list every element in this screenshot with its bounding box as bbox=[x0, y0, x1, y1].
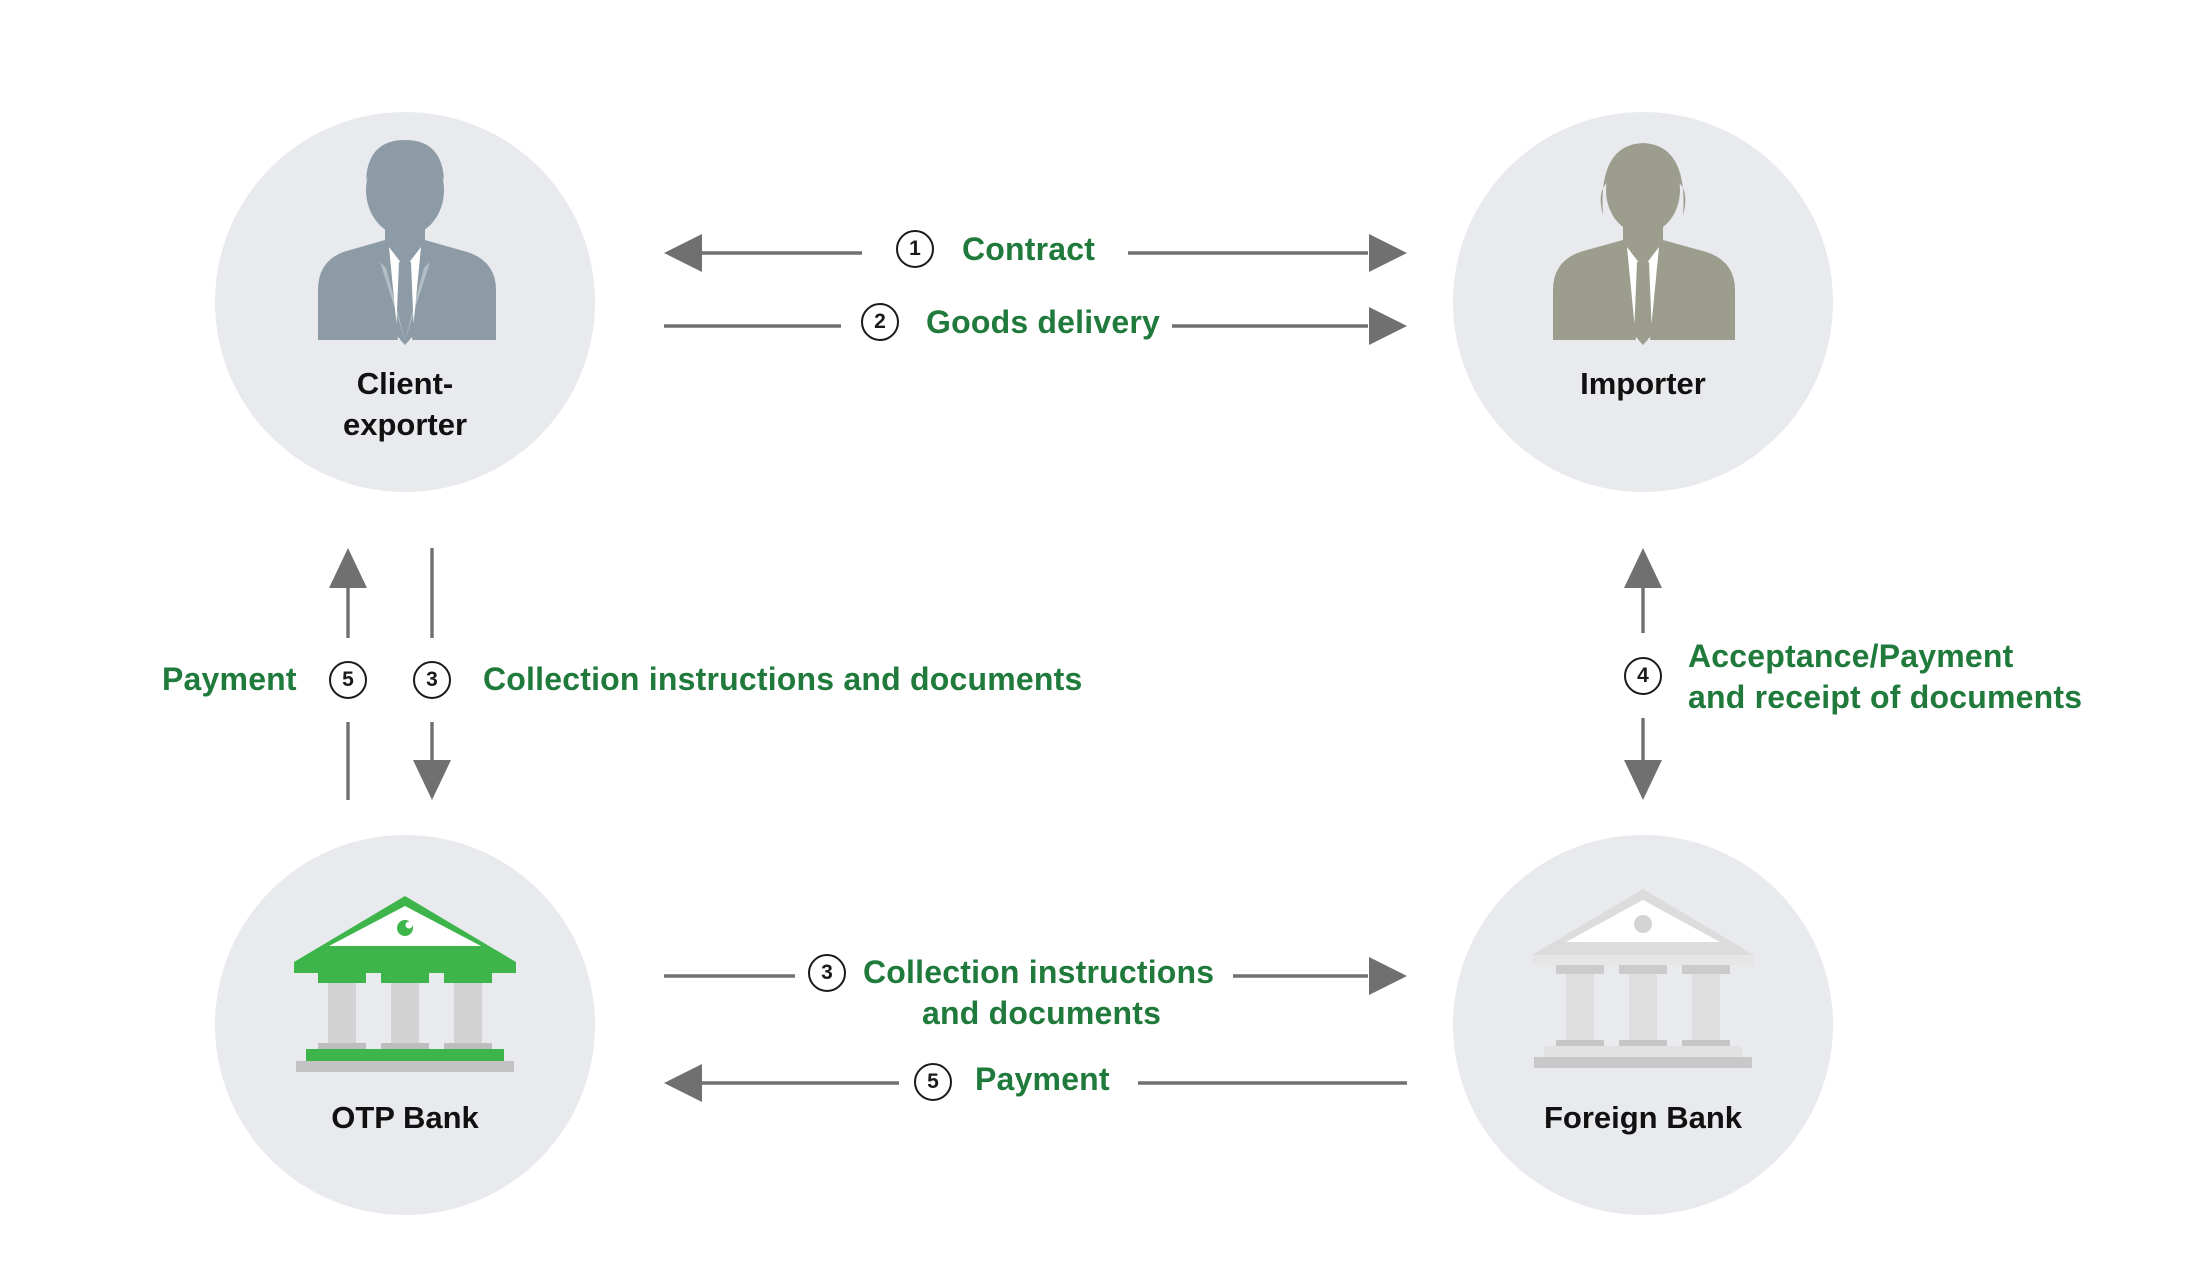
collection-bottom-label-line-1: Collection instructions bbox=[863, 954, 1215, 990]
acceptance-arrow-up-head bbox=[1624, 548, 1662, 588]
acceptance-label-line-1: Acceptance/Payment bbox=[1688, 638, 2014, 674]
step-5-badge-bottom: 5 bbox=[914, 1063, 952, 1101]
foreign-bank-building-icon bbox=[1532, 889, 1754, 1068]
importer-businessman-icon bbox=[1553, 143, 1735, 345]
payment-up-label: Payment bbox=[162, 661, 297, 697]
otp-bank-label: OTP Bank bbox=[331, 1100, 479, 1135]
flow-arrows bbox=[329, 234, 1662, 1102]
otp-bank-building-icon bbox=[294, 896, 516, 1072]
collection-down-label: Collection instructions and documents bbox=[483, 661, 1083, 697]
collection-bottom-label-line-2: and documents bbox=[922, 995, 1162, 1031]
importer-label: Importer bbox=[1580, 366, 1706, 401]
collection-bottom-label: Collection instructions and documents bbox=[863, 952, 1214, 1034]
acceptance-label-line-2: and receipt of documents bbox=[1688, 679, 2083, 715]
step-5-badge-left: 5 bbox=[329, 661, 367, 699]
payment-bottom-label: Payment bbox=[975, 1061, 1110, 1097]
step-2-badge: 2 bbox=[861, 303, 899, 341]
goods-arrow-head bbox=[1369, 307, 1407, 345]
goods-delivery-label: Goods delivery bbox=[926, 304, 1160, 340]
acceptance-label: Acceptance/Payment and receipt of docume… bbox=[1688, 636, 2082, 718]
step-3-badge-left: 3 bbox=[413, 661, 451, 699]
step-3-badge-bottom: 3 bbox=[808, 954, 846, 992]
acceptance-arrow-down-head bbox=[1624, 760, 1662, 800]
collection-down-arrow-head bbox=[413, 760, 451, 800]
collection-bottom-arrow-head bbox=[1369, 957, 1407, 995]
step-4-badge: 4 bbox=[1624, 657, 1662, 695]
payment-bottom-arrow-head bbox=[664, 1064, 702, 1102]
contract-arrow-right-head bbox=[1369, 234, 1407, 272]
contract-arrow-left-head bbox=[664, 234, 702, 272]
contract-label: Contract bbox=[962, 231, 1096, 267]
foreign-bank-label: Foreign Bank bbox=[1543, 1100, 1743, 1135]
exporter-businessman-icon bbox=[318, 140, 496, 345]
step-1-badge: 1 bbox=[896, 230, 934, 268]
payment-up-arrow-head bbox=[329, 548, 367, 588]
exporter-label: Client-exporter bbox=[342, 366, 468, 442]
